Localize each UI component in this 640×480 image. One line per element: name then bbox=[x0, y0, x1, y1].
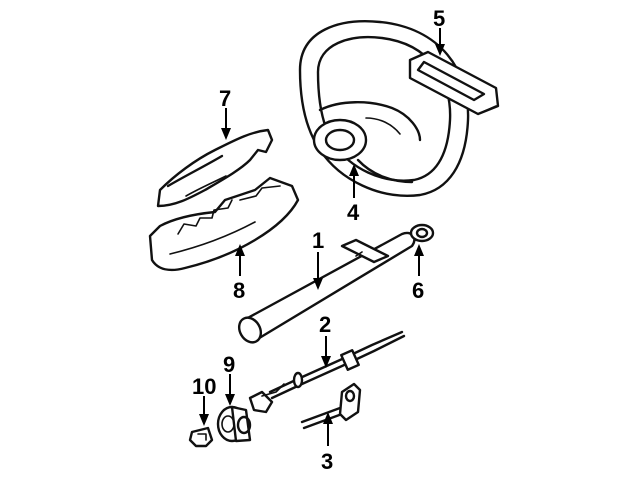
callout-5: 5 bbox=[433, 6, 445, 31]
callout-3: 3 bbox=[321, 449, 333, 474]
steering-wheel bbox=[298, 20, 470, 197]
callout-6: 6 bbox=[412, 278, 424, 303]
callout-2: 2 bbox=[319, 312, 331, 337]
upper-column-cover bbox=[156, 128, 274, 208]
column-jacket bbox=[237, 231, 416, 344]
callout-4: 4 bbox=[347, 200, 360, 225]
steering-shaft bbox=[248, 330, 406, 414]
callout-7: 7 bbox=[219, 86, 231, 111]
retaining-clip bbox=[188, 426, 214, 448]
callout-10: 10 bbox=[192, 374, 216, 399]
callout-9: 9 bbox=[223, 352, 235, 377]
flex-coupler bbox=[216, 405, 252, 443]
callout-8: 8 bbox=[233, 278, 245, 303]
horn-pad bbox=[408, 50, 500, 116]
bearing-ring bbox=[409, 223, 435, 243]
lower-column-cover bbox=[148, 176, 300, 272]
leader-lines bbox=[199, 28, 445, 446]
callout-1: 1 bbox=[312, 228, 324, 253]
callout-labels: 1 2 3 4 5 6 7 8 9 10 bbox=[192, 6, 445, 474]
intermediate-shaft bbox=[300, 382, 362, 430]
